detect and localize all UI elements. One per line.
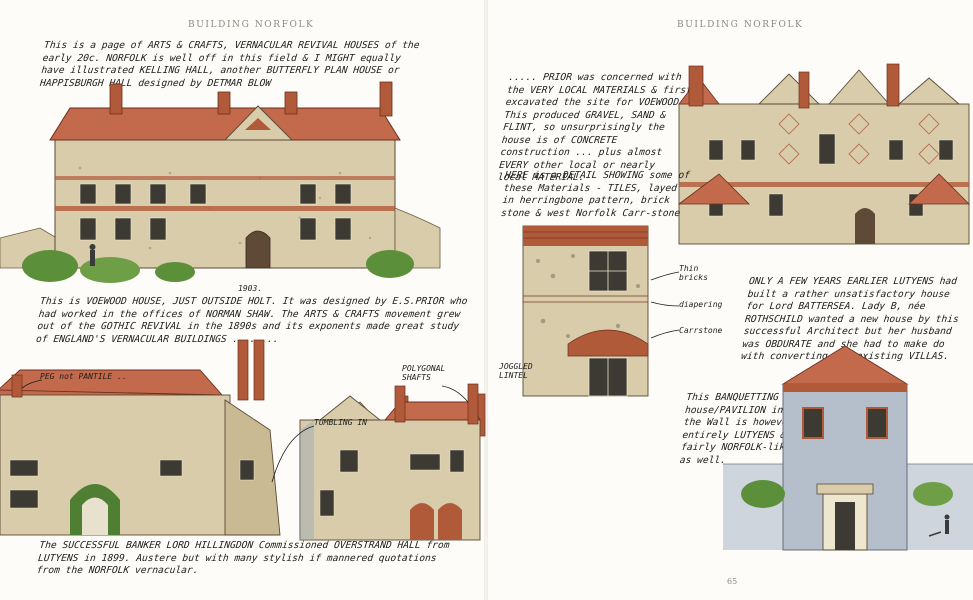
- detail-caption: HERE is a DETAIL SHOWING some of these M…: [500, 170, 691, 219]
- page-number: 65: [727, 577, 738, 586]
- thin-bricks-label: Thin bricks: [679, 264, 708, 282]
- voewood-caption: This is VOEWOOD HOUSE, JUST OUTSIDE HOLT…: [35, 296, 469, 345]
- pantile-pointer-line: [21, 379, 43, 389]
- tumbling-pointer-line: [271, 425, 315, 483]
- overstrand-wing-illustration: [299, 383, 481, 541]
- voewood-house-illustration: [0, 81, 441, 283]
- pantile-label: PEG not PANTILE ..: [40, 372, 127, 381]
- date-label: 1903.: [238, 284, 263, 293]
- banqueting-pavilion-illustration: [723, 345, 973, 551]
- right-page: BUILDING NORFOLK ..... PRIOR was concern…: [487, 0, 973, 600]
- overstrand-caption: The SUCCESSFUL BANKER LORD HILLINGDON Co…: [36, 540, 451, 576]
- materials-pointer-lines: [650, 271, 680, 339]
- joggled-lintel-label: JOGGLED LINTEL: [499, 362, 533, 380]
- diapering-label: diapering: [679, 300, 723, 309]
- tumbling-label: TUMBLING IN: [314, 418, 367, 427]
- prior-caption: ..... PRIOR was concerned with the VERY …: [497, 72, 693, 183]
- carrstone-label: Carrstone: [679, 326, 723, 335]
- right-running-head: BUILDING NORFOLK: [677, 20, 804, 30]
- book-gutter: [484, 0, 488, 600]
- left-page: BUILDING NORFOLK This is a page of ARTS …: [0, 0, 486, 600]
- shafts-pointer-line: [441, 385, 469, 403]
- voewood-detail-illustration: [677, 63, 970, 245]
- materials-detail-illustration: [522, 225, 649, 397]
- shafts-label: POLYGONAL SHAFTS: [402, 364, 446, 382]
- left-running-head: BUILDING NORFOLK: [188, 20, 315, 30]
